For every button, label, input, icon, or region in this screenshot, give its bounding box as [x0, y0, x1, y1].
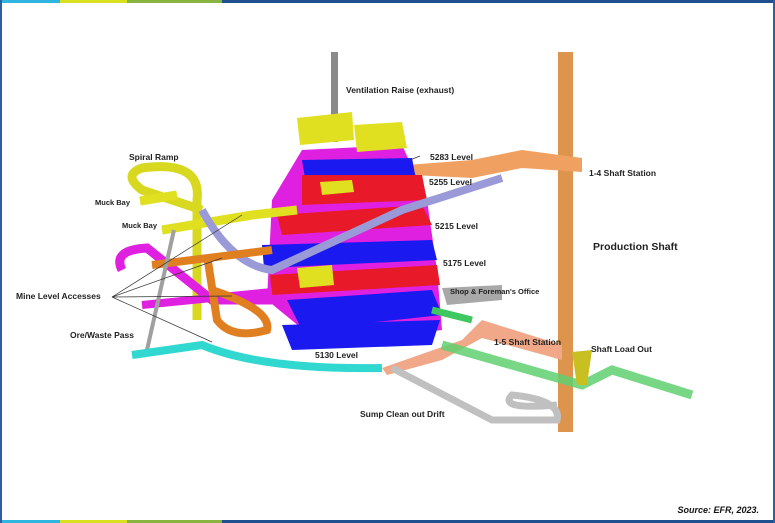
ventilation-raise	[331, 52, 338, 142]
sump-drift	[390, 364, 561, 424]
magenta-access	[115, 243, 272, 305]
ore-waste-pass	[145, 229, 176, 351]
magenta-access-2	[141, 288, 273, 309]
label-muck-bay-1: Muck Bay	[95, 198, 131, 207]
label-mine-level-accesses: Mine Level Accesses	[16, 291, 101, 301]
label-5283-level: 5283 Level	[430, 152, 474, 162]
label-5255-level: 5255 Level	[429, 177, 473, 187]
label-5215-level: 5215 Level	[435, 221, 479, 231]
production-shaft	[558, 52, 573, 432]
top-stripe	[2, 0, 773, 3]
label-shop-office: Shop & Foreman's Office	[450, 287, 540, 296]
muck-bay-1	[139, 190, 178, 206]
label-ventilation-raise: Ventilation Raise (exhaust)	[346, 85, 455, 95]
label-spiral-ramp: Spiral Ramp	[129, 152, 179, 162]
bottom-stripe	[2, 520, 773, 523]
shop-office	[442, 285, 502, 305]
level-5130-drift	[131, 340, 383, 373]
label-shaft-station-14: 1-4 Shaft Station	[589, 168, 657, 178]
source-caption: Source: EFR, 2023.	[677, 505, 759, 515]
orange-ramp	[151, 246, 273, 338]
load-out	[572, 350, 592, 385]
label-shaft-load-out: Shaft Load Out	[591, 344, 652, 354]
label-5175-level: 5175 Level	[443, 258, 487, 268]
shaft-station-14-drift	[407, 150, 582, 178]
green-drift	[431, 306, 473, 324]
load-out-drift	[440, 340, 694, 400]
shaft-station-15-drift	[382, 320, 562, 375]
muck-bay-2	[161, 205, 298, 235]
leader-lines	[111, 155, 421, 343]
label-5130-level: 5130 Level	[315, 350, 359, 360]
label-ore-waste-pass: Ore/Waste Pass	[70, 330, 134, 340]
label-production-shaft: Production Shaft	[593, 241, 678, 253]
label-shaft-station-15: 1-5 Shaft Station	[494, 337, 562, 347]
label-muck-bay-2: Muck Bay	[122, 221, 158, 230]
orebody	[262, 112, 442, 350]
ventilation-drift	[198, 174, 504, 275]
label-sump-drift: Sump Clean out Drift	[360, 409, 445, 419]
spiral-ramp	[127, 162, 204, 320]
